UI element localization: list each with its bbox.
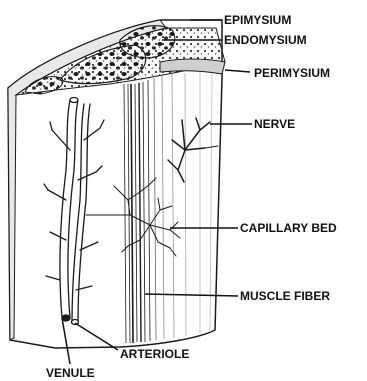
label-endomysium: ENDOMYSIUM bbox=[224, 33, 307, 47]
label-capillary-bed: CAPILLARY BED bbox=[240, 221, 337, 235]
label-muscle-fiber: MUSCLE FIBER bbox=[240, 289, 330, 303]
label-arteriole: ARTERIOLE bbox=[120, 347, 189, 361]
label-epimysium: EPIMYSIUM bbox=[224, 13, 291, 27]
label-nerve: NERVE bbox=[254, 117, 295, 131]
label-perimysium: PERIMYSIUM bbox=[254, 66, 330, 80]
label-venule: VENULE bbox=[46, 366, 95, 380]
leader-perimysium bbox=[225, 70, 250, 72]
